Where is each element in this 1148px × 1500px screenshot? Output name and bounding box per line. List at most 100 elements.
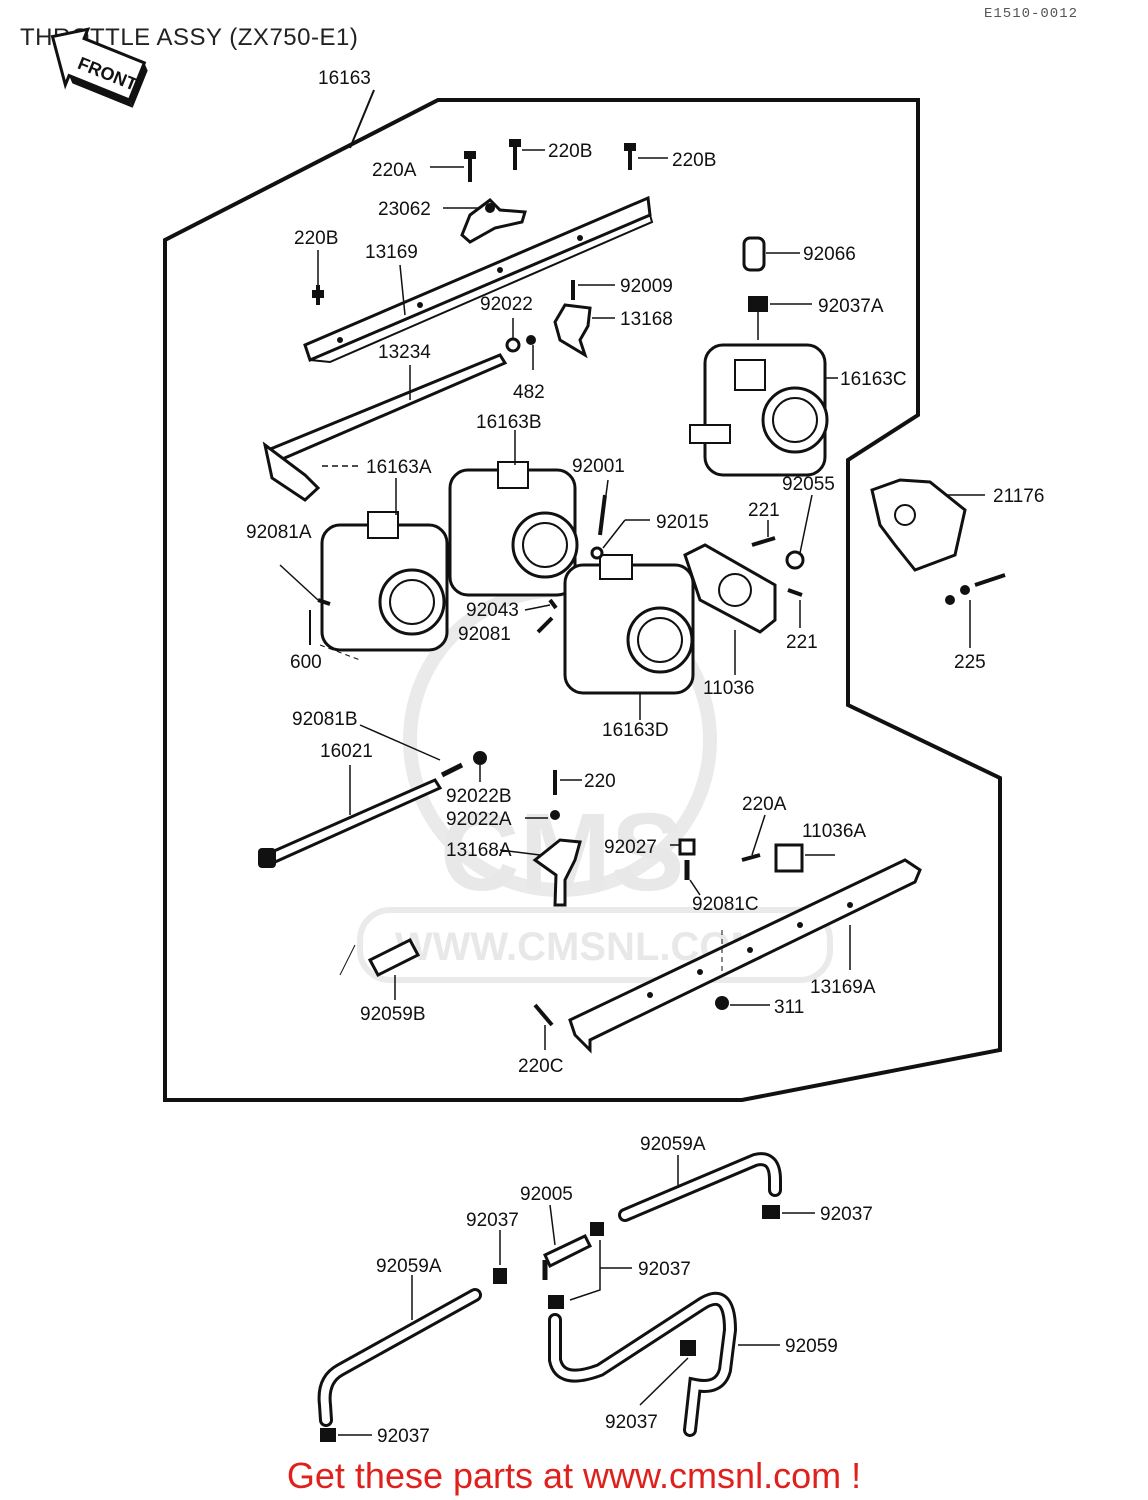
label-92081A: 92081A: [246, 522, 312, 543]
label-92015: 92015: [656, 512, 709, 533]
label-92022: 92022: [480, 294, 533, 315]
label-16163: 16163: [318, 68, 371, 89]
hose-92059A-top-icon: [618, 1152, 782, 1222]
part-labels: 16163 220A 220B 220B 23062 220B 13169 92…: [246, 68, 1044, 1447]
label-13169: 13169: [365, 242, 418, 263]
nut-482-icon: [526, 335, 536, 345]
label-92037-a: 92037: [466, 1210, 519, 1231]
shaft-13234-icon: [262, 353, 508, 502]
spring-92081B-icon: [440, 762, 464, 778]
label-600: 600: [290, 652, 322, 673]
diagram-code: E1510-0012: [983, 6, 1078, 22]
washer-92022-icon: [505, 337, 521, 353]
bolt-220A-mid-icon: [741, 853, 761, 862]
label-16163C: 16163C: [840, 369, 907, 390]
label-16163A: 16163A: [366, 457, 432, 478]
label-23062: 23062: [378, 199, 431, 220]
label-92059: 92059: [785, 1336, 838, 1357]
label-92043: 92043: [466, 600, 519, 621]
label-92081B: 92081B: [292, 709, 358, 730]
hose-92059-icon: [548, 1291, 738, 1437]
label-92022B: 92022B: [446, 786, 512, 807]
label-92081C: 92081C: [692, 894, 759, 915]
label-220: 220: [584, 771, 616, 792]
label-16021: 16021: [320, 741, 373, 762]
label-221-a: 221: [748, 500, 780, 521]
label-92037-c: 92037: [638, 1259, 691, 1280]
label-13168: 13168: [620, 309, 673, 330]
spring-92043-icon: [548, 598, 558, 610]
label-92005: 92005: [520, 1184, 573, 1205]
label-92059B: 92059B: [360, 1004, 426, 1025]
washer-92022A-icon: [550, 810, 560, 820]
label-92037-b: 92037: [820, 1204, 873, 1225]
bolt-220B-a-icon: [509, 139, 545, 170]
label-92027: 92027: [604, 837, 657, 858]
label-221-b: 221: [786, 632, 818, 653]
label-220B-c: 220B: [294, 228, 338, 249]
label-92055: 92055: [782, 474, 835, 495]
oring-92055-icon: [785, 550, 805, 570]
bolt-220B-c-icon: [312, 285, 324, 305]
label-220B-b: 220B: [672, 150, 716, 171]
nut-92022B-icon: [473, 751, 487, 765]
label-225: 225: [954, 652, 986, 673]
hose-92059A-left-icon: [317, 1288, 482, 1427]
label-13169A: 13169A: [810, 977, 876, 998]
label-92081: 92081: [458, 624, 511, 645]
clamp-92037-d-icon: [548, 1295, 564, 1309]
screw-221-a-icon: [751, 536, 776, 547]
front-arrow-icon: FRONT: [50, 27, 148, 108]
label-482: 482: [513, 382, 545, 403]
label-16163B: 16163B: [476, 412, 542, 433]
clamp-92037A-icon: [748, 296, 768, 312]
throttle-body-16163A-icon: [320, 511, 449, 652]
cap-92066-icon: [742, 236, 766, 272]
label-13234: 13234: [378, 342, 431, 363]
spring-92081A-icon: [317, 598, 331, 606]
label-13168A: 13168A: [446, 840, 512, 861]
label-220B-a: 220B: [548, 141, 592, 162]
assembly-boundary: [163, 98, 1002, 1102]
clamp-92037-c-icon: [493, 1268, 507, 1284]
clamp-92037-a-icon: [762, 1205, 780, 1219]
label-92037-d: 92037: [605, 1412, 658, 1433]
bracket-13168A-icon: [532, 838, 582, 907]
bracket-13168-icon: [553, 303, 592, 359]
label-11036A: 11036A: [802, 821, 866, 842]
throttle-body-16163D-icon: [563, 554, 695, 695]
bolt-220A-icon: [464, 151, 476, 182]
oring-92015-icon: [590, 546, 604, 560]
label-92037A: 92037A: [818, 296, 884, 317]
label-11036: 11036: [703, 678, 754, 699]
bracket-23062-icon: [460, 198, 527, 244]
clamp-92037-b-icon: [590, 1222, 604, 1236]
bolt-220B-b-icon: [624, 143, 668, 170]
bracket-11036A-icon: [774, 843, 804, 873]
hose-92059B-icon: [367, 938, 421, 977]
label-220A: 220A: [372, 160, 417, 181]
label-92059A-left: 92059A: [376, 1256, 442, 1277]
label-220A-mid: 220A: [742, 794, 787, 815]
label-92037-e: 92037: [377, 1426, 430, 1447]
label-16163D: 16163D: [602, 720, 669, 741]
spring-92081-icon: [536, 616, 554, 634]
collar-92027-icon: [678, 838, 696, 856]
label-220C: 220C: [518, 1056, 563, 1077]
nut-311-icon: [715, 996, 729, 1010]
label-92066: 92066: [803, 244, 856, 265]
throttle-body-16163C-icon: [689, 343, 829, 477]
label-92009: 92009: [620, 276, 673, 297]
fitting-92005-icon: [542, 1234, 593, 1280]
rail-13169A-icon: [568, 858, 922, 1054]
screw-221-b-icon: [787, 588, 803, 597]
footer-promo-link[interactable]: Get these parts at www.cmsnl.com !: [286, 1455, 862, 1496]
bolt-220C-icon: [533, 1003, 554, 1027]
clamp-92037-e-icon: [320, 1428, 336, 1442]
sensor-21176-icon: [870, 478, 967, 572]
screw-225-icon: [945, 573, 1006, 605]
label-311: 311: [774, 997, 804, 1018]
shaft-16021-icon: [258, 778, 443, 868]
label-21176: 21176: [993, 486, 1044, 507]
